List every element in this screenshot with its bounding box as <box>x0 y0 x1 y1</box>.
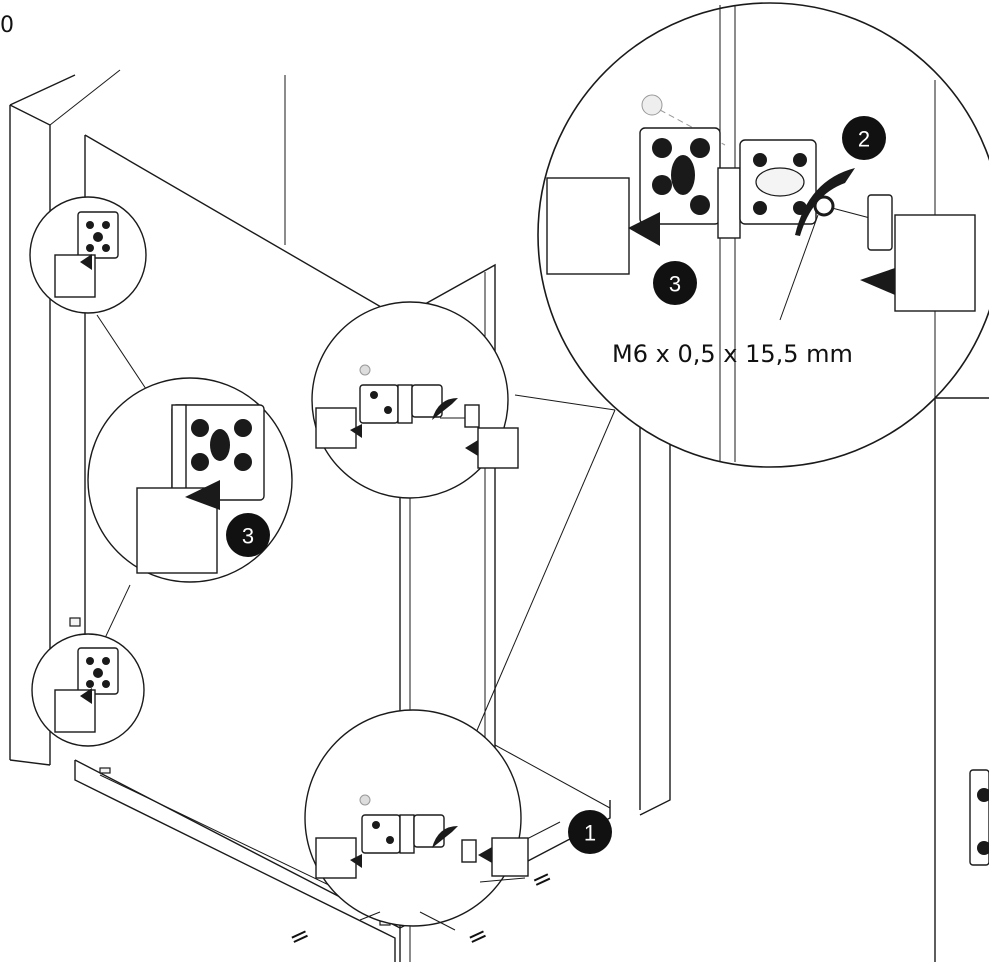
detail-circle-left: 3 <box>87 377 293 583</box>
left-wall <box>9 69 121 766</box>
right-wall <box>609 398 671 816</box>
detail-circle-top-left <box>29 196 147 314</box>
step-3-callout-left: 3 <box>226 513 270 557</box>
screw-spec-label: M6 x 0,5 x 15,5 mm <box>612 340 853 368</box>
equal-mark-bottom-right: = <box>462 919 492 953</box>
step-2-callout: 2 <box>842 116 886 160</box>
svg-text:1: 1 <box>584 821 596 846</box>
equal-mark-bottom-left: = <box>284 919 314 953</box>
side-detail-panel <box>934 397 989 962</box>
step-3-callout-right: 3 <box>653 261 697 305</box>
svg-text:2: 2 <box>858 127 870 152</box>
equal-mark-right: = <box>527 862 557 896</box>
detail-circle-bottom-left <box>31 633 145 747</box>
detail-circle-large: 2 3 M6 x 0,5 x 15,5 mm <box>537 2 989 468</box>
detail-circle-bottom <box>304 709 529 931</box>
step-1-callout: 1 <box>568 810 612 854</box>
detail-circle-center <box>311 301 519 499</box>
svg-text:3: 3 <box>242 524 254 549</box>
page-number: 0 <box>0 13 14 38</box>
svg-text:3: 3 <box>669 272 681 297</box>
connector-lines <box>96 314 616 736</box>
